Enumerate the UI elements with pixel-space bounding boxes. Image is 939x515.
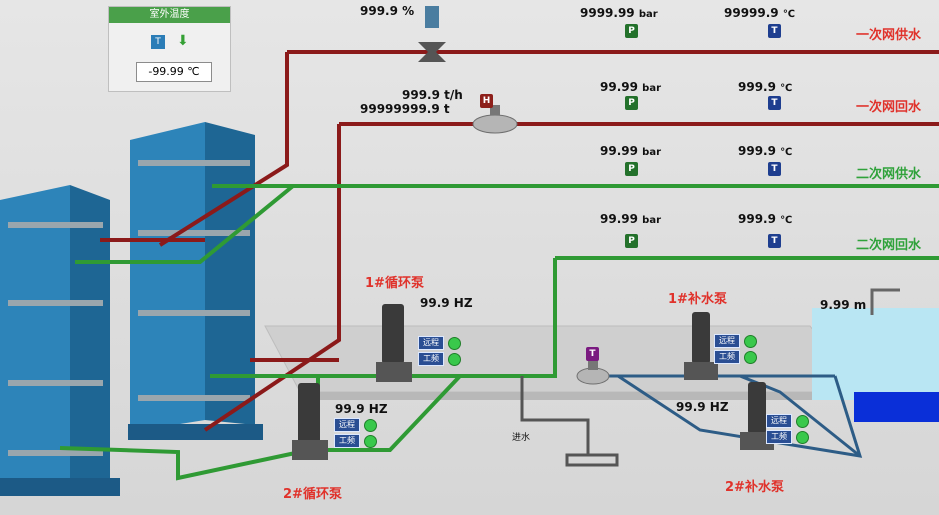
- thermometer-icon: T: [151, 35, 165, 49]
- arrow-down-icon: ⬇: [177, 33, 189, 49]
- circ-pump-2-freq: 99.9 HZ: [335, 402, 388, 416]
- outdoor-temp-title: 室外温度: [109, 7, 230, 23]
- remote-label: 远程: [766, 414, 792, 428]
- remote-indicator-icon[interactable]: [448, 336, 461, 350]
- secondary-supply-pressure: 99.99 bar: [600, 144, 661, 158]
- primary-return-pressure: 99.99 bar: [600, 80, 661, 94]
- temp-tag-icon: T: [768, 96, 781, 110]
- tank-inlet-pipe: [870, 288, 900, 315]
- flow-total: 99999999.9 t: [360, 102, 450, 116]
- secondary-supply-temp: 999.9 ℃: [738, 144, 793, 158]
- valve-opening: 999.9 %: [360, 4, 415, 18]
- pressure-tag-icon: P: [625, 162, 638, 176]
- circ-pump-2-status: 远程 工频: [334, 418, 377, 450]
- remote-label: 远程: [334, 418, 360, 432]
- makeup-pump-2-icon: [740, 382, 774, 450]
- circ-pump-1-freq: 99.9 HZ: [420, 296, 473, 310]
- circ-pump-1-name: 1#循环泵: [365, 276, 424, 291]
- meter-tag-icon: T: [586, 347, 599, 361]
- circ-pump-1-status: 远程 工频: [418, 336, 461, 368]
- makeup-pump-1-icon: [684, 312, 718, 380]
- secondary-pipes: [59, 184, 939, 481]
- secondary-supply-label: 二次网供水: [856, 167, 922, 182]
- primary-supply-label: 一次网供水: [856, 28, 922, 43]
- pressure-tag-icon: P: [625, 24, 638, 38]
- primary-pipes: [100, 50, 939, 432]
- primary-supply-temp: 99999.9 ℃: [724, 6, 795, 20]
- floor-platform: [264, 325, 862, 393]
- return-meter-icon: [576, 360, 610, 385]
- remote-label: 远程: [714, 334, 740, 348]
- flow-rate: 999.9 t/h: [402, 88, 463, 102]
- temp-tag-icon: T: [768, 162, 781, 176]
- outdoor-temp-panel: 室外温度 T ⬇ -99.99 ℃: [108, 6, 231, 92]
- drain-pipe: [520, 376, 619, 467]
- makeup-pump-2-name: 2#补水泵: [725, 480, 784, 495]
- circ-pump-2-name: 2#循环泵: [283, 487, 342, 502]
- primary-return-temp: 999.9 ℃: [738, 80, 793, 94]
- makeup-pump-1-status: 远程 工频: [714, 334, 757, 366]
- remote-indicator-icon[interactable]: [796, 414, 809, 428]
- primary-return-label: 一次网回水: [856, 100, 922, 115]
- remote-indicator-icon[interactable]: [364, 418, 377, 432]
- remote-indicator-icon[interactable]: [744, 334, 757, 348]
- makeup-pump-2-freq: 99.9 HZ: [676, 400, 729, 414]
- secondary-return-label: 二次网回水: [856, 238, 922, 253]
- running-indicator-icon[interactable]: [364, 434, 377, 448]
- circulation-pump-2-icon: [292, 383, 328, 460]
- running-indicator-icon[interactable]: [796, 430, 809, 444]
- outdoor-temp-value: -99.99 ℃: [136, 62, 212, 82]
- running-label: 工频: [334, 434, 360, 448]
- floor-edge: [300, 392, 860, 400]
- heat-exchanger-2: [128, 122, 263, 440]
- temp-tag-icon: T: [768, 234, 781, 248]
- running-indicator-icon[interactable]: [448, 352, 461, 366]
- temp-tag-icon: T: [768, 24, 781, 38]
- control-valve-icon: [418, 6, 446, 62]
- secondary-return-temp: 999.9 ℃: [738, 212, 793, 226]
- flow-meter-icon: [472, 105, 518, 134]
- circulation-pump-1-icon: [376, 304, 412, 382]
- primary-supply-pressure: 9999.99 bar: [580, 6, 658, 20]
- remote-label: 远程: [418, 336, 444, 350]
- flow-tag-icon: H: [480, 94, 493, 108]
- heat-exchanger-1: [0, 185, 120, 496]
- drain-label: 进水: [512, 433, 531, 443]
- water-tank: [812, 308, 939, 400]
- pressure-tag-icon: P: [625, 96, 638, 110]
- pressure-tag-icon: P: [625, 234, 638, 248]
- tank-level: 9.99 m: [820, 298, 867, 312]
- running-label: 工频: [418, 352, 444, 366]
- running-label: 工频: [714, 350, 740, 364]
- secondary-return-pressure: 99.99 bar: [600, 212, 661, 226]
- running-label: 工频: [766, 430, 792, 444]
- tank-level-marker: [854, 392, 939, 422]
- makeup-pump-1-name: 1#补水泵: [668, 292, 727, 307]
- running-indicator-icon[interactable]: [744, 350, 757, 364]
- makeup-pump-2-status: 远程 工频: [766, 414, 809, 446]
